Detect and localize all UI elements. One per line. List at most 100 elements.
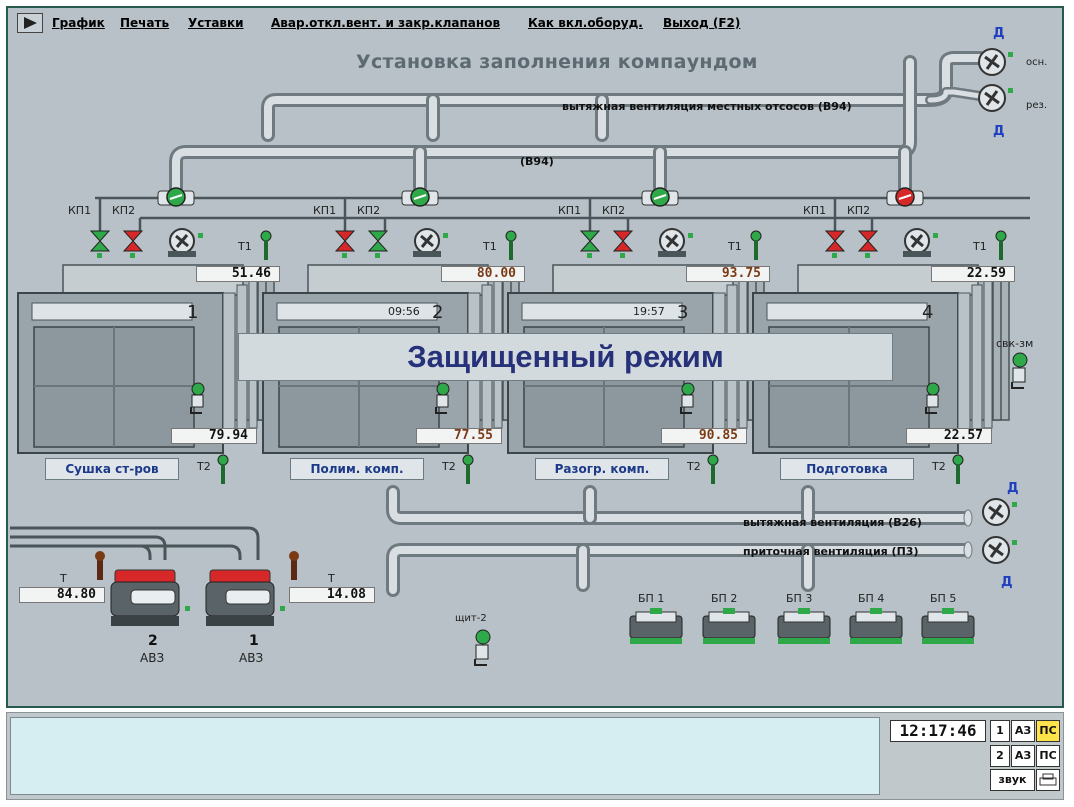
valve-4-kp2-icon[interactable]	[857, 230, 879, 258]
valve-kp1-label: КП1	[558, 204, 582, 217]
valve-kp1-label: КП1	[313, 204, 337, 217]
cabinet-4-t1-value: 22.59	[931, 266, 1015, 282]
sound-button[interactable]: звук	[990, 769, 1035, 791]
level-sensor-2-icon	[435, 382, 450, 414]
pump-1-name: АВЗ	[239, 651, 264, 665]
fan-exhaust-b26-icon[interactable]	[982, 498, 1017, 526]
pump-1-temperature: 14.08	[289, 587, 375, 603]
power-unit-1-icon[interactable]	[629, 608, 683, 644]
valve-1-kp2-icon[interactable]	[122, 230, 144, 258]
cabinet-2-number: 2	[432, 302, 444, 323]
fan-d-label: Д	[993, 26, 1005, 41]
power-unit-2-icon[interactable]	[702, 608, 756, 644]
fan-main-icon[interactable]	[978, 48, 1013, 76]
fan-2-icon[interactable]	[413, 228, 448, 257]
status-row2-num[interactable]: 2	[990, 745, 1010, 767]
cabinet-3-mode-button[interactable]: Разогр. комп.	[535, 458, 669, 480]
valve-2-kp1-icon[interactable]	[334, 230, 356, 258]
cabinet-1-mode-button[interactable]: Сушка ст-ров	[45, 458, 179, 480]
cabinet-2-t2-value: 77.55	[416, 428, 502, 444]
valve-kp2-label: КП2	[112, 204, 136, 217]
fan-main-label: осн.	[1026, 57, 1048, 68]
menu-print[interactable]: Печать	[120, 16, 170, 30]
sensor-3-t2-icon	[707, 454, 719, 484]
valve-kp2-label: КП2	[357, 204, 381, 217]
duct-b94	[169, 55, 917, 197]
sensor-t2-label: Т2	[932, 460, 946, 473]
status-row2-az[interactable]: АЗ	[1011, 745, 1035, 767]
pump-1-icon[interactable]	[205, 569, 285, 626]
pump-2-temp-probe-icon	[95, 551, 105, 580]
duct-lower	[386, 485, 973, 597]
menu-setpoints[interactable]: Уставки	[188, 16, 244, 30]
sensor-t2-label: Т2	[687, 460, 701, 473]
power-unit-label: БП 5	[930, 592, 957, 605]
damper-1-icon[interactable]	[157, 187, 195, 207]
fan-3-icon[interactable]	[658, 228, 693, 257]
fan-d-label: Д	[993, 124, 1005, 139]
page-title: Установка заполнения компаундом	[356, 51, 758, 73]
cabinet-4-mode-button[interactable]: Подготовка	[780, 458, 914, 480]
menu-graph[interactable]: График	[52, 16, 105, 30]
process-lines	[95, 196, 1030, 232]
cabinet-3-t1-value: 93.75	[686, 266, 770, 282]
shield-sensor-icon[interactable]	[474, 629, 491, 666]
status-row1-num[interactable]: 1	[990, 720, 1010, 742]
valve-kp1-label: КП1	[803, 204, 827, 217]
fan-1-icon[interactable]	[168, 228, 203, 257]
damper-4-icon[interactable]	[886, 187, 924, 207]
pump-2-icon[interactable]	[110, 569, 190, 626]
valve-2-kp2-icon[interactable]	[367, 230, 389, 258]
valve-1-kp1-icon[interactable]	[89, 230, 111, 258]
sensor-t2-label: Т2	[442, 460, 456, 473]
fan-reserve-icon[interactable]	[978, 84, 1013, 112]
power-unit-3-icon[interactable]	[777, 608, 831, 644]
level-sensor-4-icon	[925, 382, 940, 414]
sensor-t1-label: Т1	[973, 240, 987, 253]
run-button[interactable]	[17, 13, 43, 33]
valve-kp2-label: КП2	[847, 204, 871, 217]
valve-4-kp1-icon[interactable]	[824, 230, 846, 258]
power-unit-4-icon[interactable]	[849, 608, 903, 644]
sensor-t1-label: Т1	[483, 240, 497, 253]
fan-supply-p3-icon[interactable]	[982, 536, 1017, 564]
valve-3-kp1-icon[interactable]	[579, 230, 601, 258]
sensor-2-t1-icon	[505, 230, 517, 260]
power-unit-label: БП 1	[638, 592, 665, 605]
fan-reserve-label: рез.	[1026, 100, 1047, 111]
power-unit-label: БП 4	[858, 592, 885, 605]
pump-2-temperature: 84.80	[19, 587, 105, 603]
sensor-t1-label: Т1	[728, 240, 742, 253]
cabinet-2-t1-value: 80.00	[441, 266, 525, 282]
cabinet-4-number: 4	[922, 302, 934, 323]
valve-3-kp2-icon[interactable]	[612, 230, 634, 258]
menu-how-to-start[interactable]: Как вкл.оборуд.	[528, 16, 643, 30]
fan-d-label: Д	[1007, 481, 1019, 496]
cabinet-2-mode-button[interactable]: Полим. комп.	[290, 458, 424, 480]
menu-emergency-off[interactable]: Авар.откл.вент. и закр.клапанов	[271, 16, 501, 30]
clock: 12:17:46	[890, 720, 986, 742]
power-unit-5-icon[interactable]	[921, 608, 975, 644]
pump-1-number: 1	[249, 633, 259, 649]
damper-3-icon[interactable]	[641, 187, 679, 207]
fan-d-label: Д	[1001, 575, 1013, 590]
damper-2-icon[interactable]	[401, 187, 439, 207]
cabinet-1-t2-value: 79.94	[171, 428, 257, 444]
pump-2-name: АВЗ	[140, 651, 165, 665]
svk-sensor-icon[interactable]	[1011, 352, 1028, 389]
sensor-1-t1-icon	[260, 230, 272, 260]
power-unit-label: БП 2	[711, 592, 738, 605]
status-row1-ps[interactable]: ПС	[1036, 720, 1060, 742]
level-sensor-1-icon	[190, 382, 205, 414]
pump-lines	[10, 526, 260, 560]
printer-icon[interactable]	[1036, 769, 1060, 791]
status-row1-az[interactable]: АЗ	[1011, 720, 1035, 742]
pump-1-t-label: Т	[328, 572, 335, 585]
sensor-3-t1-icon	[750, 230, 762, 260]
cabinet-1[interactable]	[17, 264, 275, 454]
duct-local-exhaust	[261, 51, 987, 142]
status-row2-ps[interactable]: ПС	[1036, 745, 1060, 767]
menu-exit[interactable]: Выход (F2)	[663, 16, 741, 30]
fan-4-icon[interactable]	[903, 228, 938, 257]
